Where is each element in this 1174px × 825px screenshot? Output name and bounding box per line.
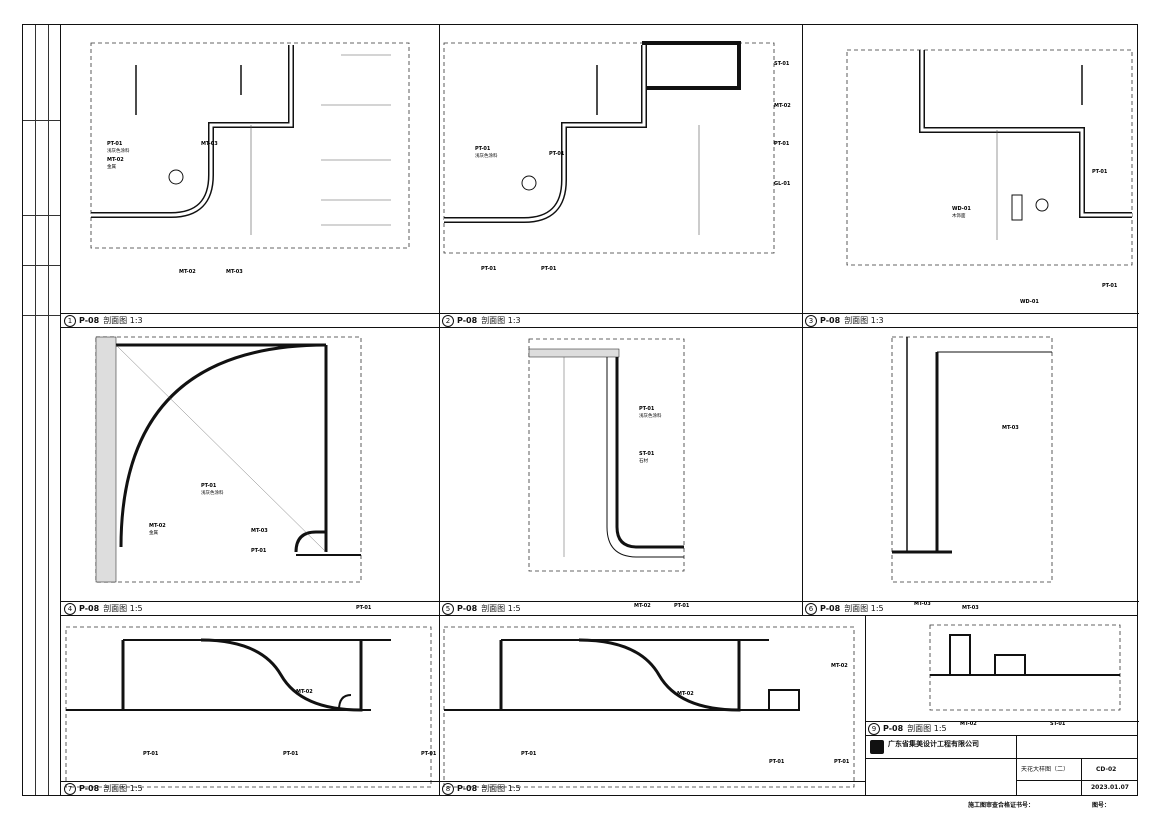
section-drawing-4: PT-01 浅灰色涂料 MT-02 金属 MT-03 PT-01 PT-01 (95, 336, 372, 611)
section-drawing-5: PT-01 浅灰色涂料 ST-01 石材 MT-02 PT-01 (528, 338, 690, 609)
tag-pt01: PT-01 (639, 406, 655, 412)
section-drawing-9: MT-02 ST-01 (929, 624, 1121, 727)
drawing-sheet: PT-01 浅灰色涂料 MT-02 金属 MT-03 MT-02 MT-03 1… (22, 24, 1139, 796)
tag-pt01b: PT-01 (674, 603, 690, 609)
tag-mt03c: MT-03 (962, 605, 979, 611)
tag-pt01: PT-01 (1092, 169, 1108, 175)
tag-pt01: PT-01 (201, 483, 217, 489)
tag-st01-desc: 石材 (639, 457, 648, 464)
tag-pt01c: PT-01 (774, 141, 790, 147)
tag-mt03b: MT-03 (914, 601, 931, 607)
tag-gl01: GL-01 (774, 181, 791, 187)
tag-pt01: PT-01 (107, 141, 123, 147)
tag-pt01b: PT-01 (251, 548, 267, 554)
tag-wd01-desc: 木饰面 (952, 212, 966, 219)
tag-st01: ST-01 (1050, 721, 1066, 727)
tag-pt01c: PT-01 (356, 605, 372, 611)
tag-mt02: MT-02 (960, 721, 977, 727)
tag-wd01b: WD-01 (1020, 299, 1039, 305)
tag-mt03: MT-03 (251, 528, 268, 534)
drawing-number: CD-02 (1096, 766, 1117, 773)
tag-pt01b: PT-01 (1102, 283, 1118, 289)
tag-mt02-desc: 金属 (149, 529, 158, 536)
tag-pt01: PT-01 (143, 751, 159, 757)
stamp-label: 施工图审查合格证书号： (968, 802, 1035, 809)
tag-pt01: PT-01 (521, 751, 537, 757)
title-block: 广东省集美设计工程有限公司 天花大样图（二） CD-02 2023.01.07 (865, 735, 1138, 796)
drawing-name: 天花大样图（二） (1021, 766, 1070, 773)
section-drawing-3: PT-01 WD-01 木饰面 PT-01 WD-01 (846, 49, 1133, 305)
tag-mt02-desc: 金属 (107, 163, 116, 170)
tag-pt01: PT-01 (475, 146, 491, 152)
revision-strip (23, 25, 61, 795)
tag-mt02: MT-02 (149, 523, 166, 529)
tag-pt01b: PT-01 (549, 151, 565, 157)
tag-mt02: MT-02 (774, 103, 791, 109)
tag-mt03: MT-03 (1002, 425, 1019, 431)
tag-pt01-desc: 浅灰色涂料 (475, 152, 498, 159)
tag-wd01: WD-01 (952, 206, 971, 212)
section-panel-1: PT-01 浅灰色涂料 MT-02 金属 MT-03 MT-02 MT-03 1… (61, 25, 439, 327)
section-drawing-1: PT-01 浅灰色涂料 MT-02 金属 MT-03 MT-02 MT-03 (90, 42, 410, 275)
tag-mt02: MT-02 (634, 603, 651, 609)
drawing-date: 2023.01.07 (1091, 784, 1129, 791)
tag-st01: ST-01 (639, 451, 655, 457)
company-logo (870, 740, 884, 754)
section-panel-4: PT-01 浅灰色涂料 MT-02 金属 MT-03 PT-01 PT-01 4… (61, 327, 439, 615)
section-panel-2: PT-01 浅灰色涂料 PT-01 ST-01 MT-02 PT-01 GL-0… (439, 25, 802, 327)
tag-mt02b: MT-02 (677, 691, 694, 697)
page-label: 图号： (1092, 802, 1111, 809)
tag-pt01c: PT-01 (421, 751, 437, 757)
tag-pt01-desc: 浅灰色涂料 (639, 412, 662, 419)
section-drawing-6: MT-03 MT-03 MT-03 (891, 336, 1053, 611)
tag-pt01e: PT-01 (541, 266, 557, 272)
section-drawing-8: MT-02 MT-02 PT-01 PT-01 PT-01 (443, 626, 855, 788)
tag-st01: ST-01 (774, 61, 790, 67)
tag-pt01b: PT-01 (283, 751, 299, 757)
company-name: 广东省集美设计工程有限公司 (888, 740, 979, 748)
section-drawing-2: PT-01 浅灰色涂料 PT-01 ST-01 MT-02 PT-01 GL-0… (443, 41, 791, 272)
tag-pt01c: PT-01 (834, 759, 850, 765)
tag-mt02: MT-02 (107, 157, 124, 163)
tag-pt01d: PT-01 (481, 266, 497, 272)
tag-pt01-desc: 浅灰色涂料 (201, 489, 224, 496)
tag-mt02: MT-02 (296, 689, 313, 695)
tag-mt03b: MT-03 (226, 269, 243, 275)
section-drawing-7: MT-02 PT-01 PT-01 PT-01 (65, 626, 437, 788)
tag-pt01-desc: 浅灰色涂料 (107, 147, 130, 154)
tag-mt02: MT-02 (831, 663, 848, 669)
tag-mt03: MT-03 (201, 141, 218, 147)
tag-pt01b: PT-01 (769, 759, 785, 765)
tag-mt02b: MT-02 (179, 269, 196, 275)
